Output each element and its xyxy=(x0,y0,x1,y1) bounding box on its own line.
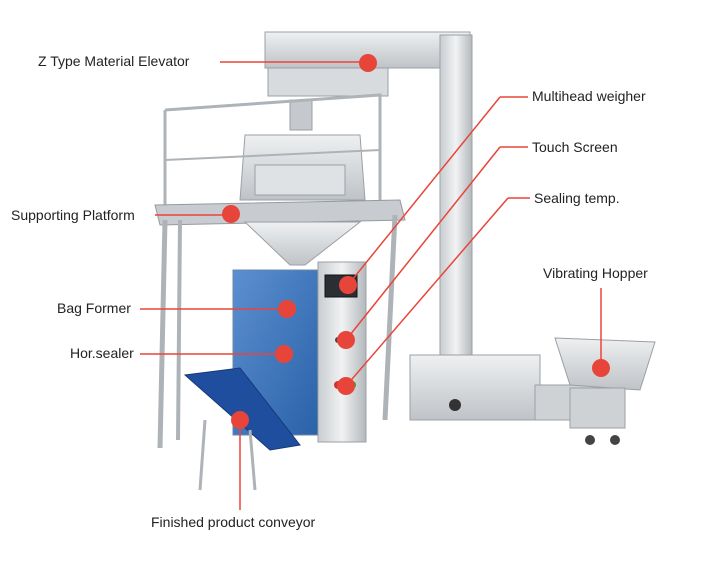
dot-touch-screen xyxy=(337,331,355,349)
dot-bag-former xyxy=(278,300,296,318)
label-hor-sealer: Hor.sealer xyxy=(70,345,134,361)
callout-dots xyxy=(222,54,610,429)
dot-sealing-temp xyxy=(337,377,355,395)
label-sealing-temp: Sealing temp. xyxy=(534,190,620,206)
dot-multihead xyxy=(339,276,357,294)
dot-platform xyxy=(222,205,240,223)
label-conveyor: Finished product conveyor xyxy=(151,514,316,530)
dot-conveyor xyxy=(231,411,249,429)
dot-hor-sealer xyxy=(275,345,293,363)
label-elevator: Z Type Material Elevator xyxy=(38,53,190,69)
label-platform: Supporting Platform xyxy=(11,207,135,223)
dot-vibrating-hopper xyxy=(592,359,610,377)
label-touch-screen: Touch Screen xyxy=(532,139,618,155)
multihead-weigher xyxy=(239,99,366,201)
label-bag-former: Bag Former xyxy=(57,300,131,316)
callout-lines xyxy=(140,61,602,510)
z-elevator xyxy=(264,31,596,421)
dot-elevator xyxy=(359,54,377,72)
label-vibrating-hopper: Vibrating Hopper xyxy=(543,265,648,281)
supporting-platform xyxy=(154,93,406,449)
vibrating-hopper xyxy=(554,337,656,445)
label-multihead: Multihead weigher xyxy=(532,88,646,104)
